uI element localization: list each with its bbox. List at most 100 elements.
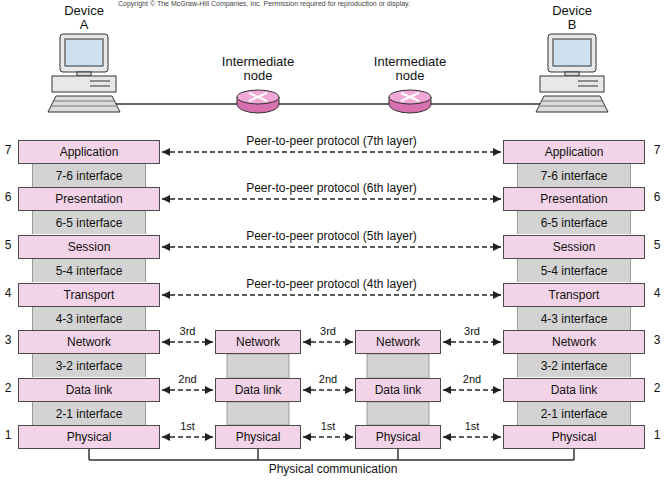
protocol-label: 3rd [462, 325, 482, 338]
protocol-label: 3rd [178, 325, 198, 338]
physical-medium-line [88, 449, 90, 460]
peer-protocol-arrow [443, 341, 501, 342]
layer-number: 5 [1, 239, 15, 252]
peer-protocol-arrow [162, 246, 501, 247]
physical-medium-line [257, 449, 259, 460]
computer-icon [52, 76, 116, 92]
network-line [110, 104, 555, 105]
physical-medium-line [573, 449, 575, 460]
interface-band [367, 354, 429, 378]
layer-name: Network [236, 335, 280, 349]
layer-name: 4-3 interface [56, 312, 123, 326]
layer-number: 4 [650, 287, 664, 300]
layer-name: Presentation [540, 192, 607, 206]
layer-number: 4 [1, 287, 15, 300]
layer-interface-band: 5-4 interface [32, 259, 146, 282]
router-icon [249, 93, 267, 101]
layer-interface-band: 4-3 interface [32, 307, 146, 330]
protocol-label: 2nd [461, 373, 483, 386]
computer-icon [578, 81, 598, 82]
layer-box: Transport [18, 283, 160, 307]
device-label: Device B [549, 4, 595, 33]
router-icon [237, 90, 279, 104]
peer-protocol-arrow [162, 151, 501, 152]
computer-icon [548, 34, 596, 72]
layer-name: Application [60, 145, 119, 159]
peer-protocol-arrow [303, 389, 353, 390]
protocol-label: Peer-to-peer protocol (5th layer) [244, 230, 419, 243]
layer-name: 7-6 interface [541, 169, 608, 183]
layer-name: 3-2 interface [56, 359, 123, 373]
layer-name: Physical [552, 430, 597, 444]
layer-box: Network [355, 330, 441, 354]
layer-box: Data link [355, 378, 441, 402]
protocol-label: 2nd [176, 373, 198, 386]
layer-box: Data link [18, 378, 160, 402]
computer-icon [540, 106, 604, 107]
protocol-label: Peer-to-peer protocol (4th layer) [244, 278, 419, 291]
computer-icon [60, 34, 108, 72]
peer-protocol-arrow [162, 294, 501, 295]
peer-protocol-arrow [162, 198, 501, 199]
physical-medium-line [397, 449, 399, 460]
layer-name: Data link [375, 383, 422, 397]
interface-band [227, 354, 429, 425]
router-icon [249, 93, 267, 101]
peer-protocol-arrow [162, 436, 213, 437]
computer-icon [578, 86, 598, 87]
layer-interface-band: 6-5 interface [32, 211, 146, 234]
layer-name: 4-3 interface [541, 312, 608, 326]
peer-protocol-arrow [162, 341, 213, 342]
layer-interface-band: 2-1 interface [32, 402, 146, 425]
computer-icon [48, 96, 120, 112]
computer-icon [90, 81, 110, 82]
computer-icon [536, 34, 608, 112]
router-icon [401, 93, 419, 101]
layer-name: Application [545, 145, 604, 159]
layer-name: Network [552, 335, 596, 349]
layer-interface-band: 7-6 interface [517, 164, 631, 187]
layer-number: 6 [1, 191, 15, 204]
computer-icon [565, 72, 579, 76]
layer-number: 7 [1, 144, 15, 157]
interface-band [227, 354, 289, 378]
layer-name: Physical [236, 430, 281, 444]
layer-name: Data link [551, 383, 598, 397]
layer-number: 7 [650, 144, 664, 157]
computer-icon [77, 72, 91, 76]
computer-icon [54, 101, 114, 102]
interface-band [367, 402, 429, 425]
layer-name: Data link [66, 383, 113, 397]
computer-icon [52, 106, 116, 107]
layer-box: Network [215, 330, 301, 354]
router-icon [389, 90, 431, 104]
layer-box: Physical [503, 425, 645, 449]
layer-interface-band: 4-3 interface [517, 307, 631, 330]
protocol-label: 1st [178, 420, 197, 433]
layer-number: 1 [1, 429, 15, 442]
layer-box: Presentation [18, 187, 160, 211]
device-label: Device A [61, 4, 107, 33]
layer-name: Session [553, 240, 596, 254]
layer-name: 2-1 interface [56, 407, 123, 421]
protocol-label: Peer-to-peer protocol (6th layer) [244, 182, 419, 195]
layer-box: Transport [503, 283, 645, 307]
layer-name: 3-2 interface [541, 359, 608, 373]
protocol-label: 1st [319, 420, 338, 433]
layer-box: Network [18, 330, 160, 354]
layer-number: 5 [650, 239, 664, 252]
layer-name: Network [376, 335, 420, 349]
layer-box: Physical [355, 425, 441, 449]
physical-medium-line [89, 459, 574, 461]
layer-interface-band: 6-5 interface [517, 211, 631, 234]
layer-name: Physical [376, 430, 421, 444]
computer-icon [48, 34, 120, 112]
protocol-label: 1st [463, 420, 482, 433]
layer-box: Physical [215, 425, 301, 449]
peer-protocol-arrow [443, 436, 501, 437]
copyright-notice: Copyright © The McGraw-Hill Companies, I… [118, 0, 558, 8]
layer-name: 6-5 interface [541, 216, 608, 230]
layer-name: Physical [67, 430, 112, 444]
layer-number: 6 [650, 191, 664, 204]
router-icon [237, 90, 279, 113]
